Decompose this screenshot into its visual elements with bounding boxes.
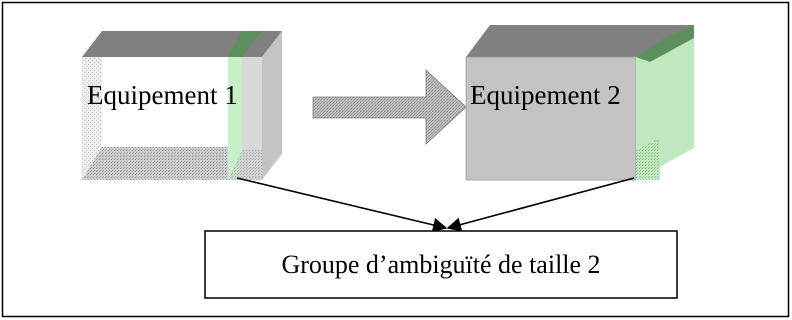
equipment-1-green-top xyxy=(228,31,262,57)
equipment-2-front-face xyxy=(465,56,637,181)
ambiguity-group-label: Groupe d’ambiguïté de taille 2 xyxy=(281,250,600,279)
equipment-1-floor xyxy=(82,147,228,180)
transfer-arrow xyxy=(312,69,467,145)
equipment-2-box xyxy=(465,25,694,181)
equipment-1-right-face xyxy=(242,57,262,180)
equipment-1-side-face xyxy=(262,31,282,180)
equipment-1-left-wall xyxy=(82,57,102,180)
equipment-1-green-band xyxy=(228,57,242,180)
connector-arrow-2 xyxy=(446,177,635,232)
equipment-2-top-face xyxy=(466,25,694,57)
equipment-2-green-top xyxy=(636,25,694,62)
equipment-1-back-wall xyxy=(102,57,228,147)
connector-arrow-1 xyxy=(236,177,448,232)
block-arrow-shape xyxy=(312,69,467,145)
equipment-1-label: Equipement 1 xyxy=(87,80,238,110)
equipment-2-green-side xyxy=(636,25,694,180)
equipment-2-label: Equipement 2 xyxy=(470,80,621,110)
ambiguity-group-box xyxy=(204,230,678,299)
equipment-1-box xyxy=(82,31,282,180)
